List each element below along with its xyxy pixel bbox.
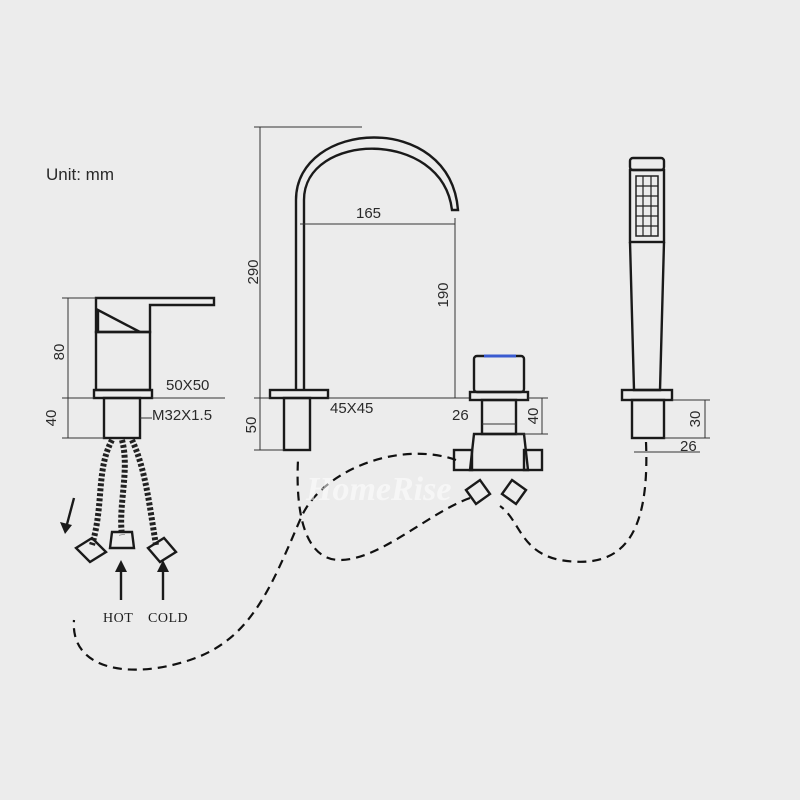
hot-arrow-icon bbox=[115, 560, 127, 572]
unit-label: Unit: mm bbox=[46, 165, 114, 184]
dim-diverter-height: 40 bbox=[525, 408, 542, 425]
dim-spout-height: 290 bbox=[245, 259, 262, 284]
dim-diverter-width: 26 bbox=[452, 407, 469, 424]
diverter-inlet-right bbox=[522, 448, 544, 472]
supply-hoses bbox=[74, 438, 178, 564]
dim-shower-holder-height: 30 bbox=[687, 411, 704, 428]
dim-spout-clearance: 190 bbox=[435, 282, 452, 307]
dim-handle-thread: M32X1.5 bbox=[152, 407, 212, 424]
spout-base-plate bbox=[268, 388, 330, 400]
cold-arrow-icon bbox=[157, 560, 169, 572]
dim-handle-base-height: 40 bbox=[43, 410, 60, 427]
diverter-dimension-lines bbox=[482, 397, 548, 435]
diverter-valve bbox=[452, 354, 544, 506]
shower-holder-flange bbox=[620, 388, 674, 402]
hot-label: HOT bbox=[103, 611, 133, 626]
hand-shower bbox=[620, 156, 674, 440]
handle-cap bbox=[96, 308, 141, 334]
dim-handle-base-size: 50X50 bbox=[166, 377, 209, 394]
gooseneck-spout bbox=[268, 136, 460, 452]
diverter-outlet-left bbox=[464, 478, 492, 506]
dim-shower-holder-width: 26 bbox=[680, 438, 697, 455]
handle-base bbox=[92, 388, 154, 400]
shower-spray-grid bbox=[636, 176, 658, 236]
dim-spout-reach: 165 bbox=[356, 205, 381, 222]
handle-body bbox=[94, 330, 152, 392]
shower-dimension-lines bbox=[634, 399, 710, 453]
handle-thread bbox=[102, 396, 142, 440]
dim-spout-base-size: 45X45 bbox=[330, 400, 373, 417]
flow-arrows bbox=[60, 497, 169, 600]
watermark: HomeRise bbox=[305, 471, 451, 508]
handle-dimension-lines bbox=[62, 297, 225, 439]
handle-lever bbox=[94, 296, 216, 334]
shower-hose bbox=[72, 441, 648, 671]
dim-spout-base-height: 50 bbox=[243, 417, 260, 434]
diverter-outlet-right bbox=[500, 478, 528, 506]
cold-label: COLD bbox=[148, 611, 188, 626]
spout-shank bbox=[282, 396, 312, 452]
spout-dimension-lines bbox=[254, 126, 470, 451]
dim-handle-height: 80 bbox=[51, 344, 68, 361]
shower-holder-shank bbox=[630, 398, 666, 440]
